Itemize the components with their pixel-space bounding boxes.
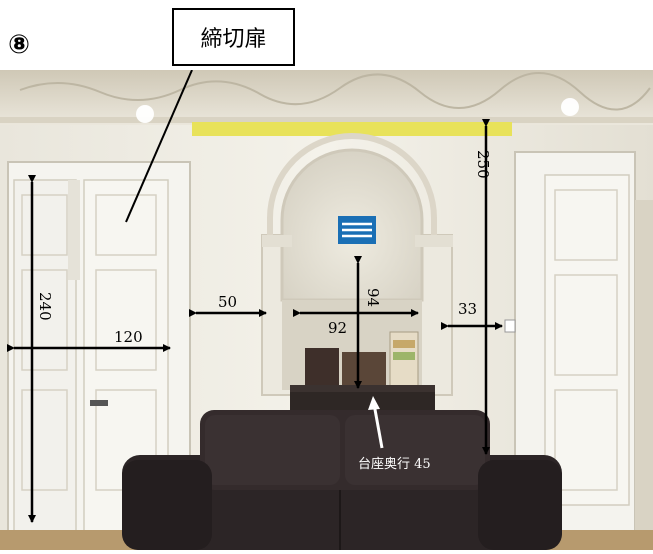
- pedestal-depth-label: 台座奥行 45: [358, 457, 431, 472]
- ceiling-height-label: 250: [474, 150, 492, 179]
- door-width-label: 120: [114, 328, 143, 346]
- niche-width-label: 92: [328, 319, 347, 337]
- pedestal-pointer: [372, 403, 384, 449]
- wall-gap-label: 50: [218, 293, 237, 311]
- ceiling: [0, 70, 653, 125]
- ceiling-light-right: [561, 98, 579, 116]
- sofa: [122, 410, 562, 550]
- ceiling-yellow-band: [192, 122, 512, 136]
- ceiling-light-left: [136, 105, 154, 123]
- page-number: ⑧: [8, 30, 31, 60]
- niche-objects: [305, 331, 419, 393]
- label-pointer-line: [125, 69, 193, 223]
- door-label-box: 締切扉: [172, 8, 295, 66]
- sign-icon: [338, 216, 376, 244]
- niche-height-label: 94: [364, 288, 382, 307]
- room-photo: 240 120 50 92 94 33 250 台座奥行 45: [0, 69, 653, 551]
- door-height-label: 240: [36, 292, 54, 321]
- light-switch: [504, 319, 516, 333]
- right-gap-label: 33: [458, 300, 477, 318]
